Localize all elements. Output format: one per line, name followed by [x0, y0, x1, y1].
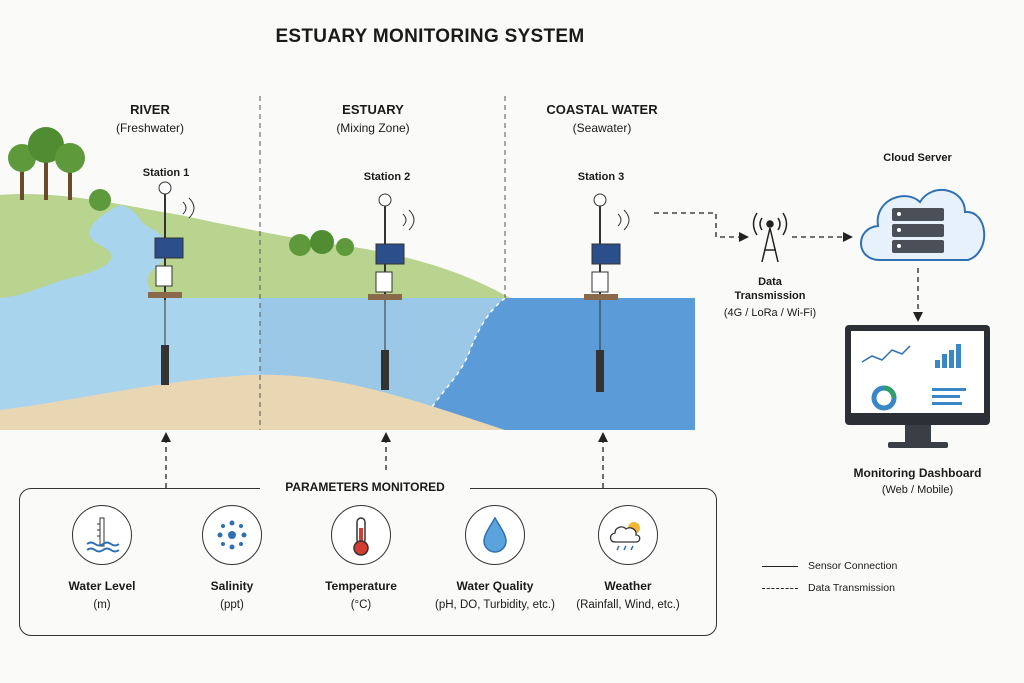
water-level-icon: [72, 505, 132, 565]
diagram-title: ESTUARY MONITORING SYSTEM: [275, 26, 585, 47]
param-water-level: Water Level (m): [32, 505, 172, 611]
zone-coastal-subtitle: (Seawater): [572, 121, 632, 135]
sea-water: [420, 298, 695, 430]
station-3-label: Station 3: [577, 171, 625, 183]
water-drop-icon: [465, 505, 525, 565]
sand-bottom: [0, 374, 505, 430]
zone-river-title: RIVER: [130, 102, 170, 117]
river-channel: [0, 205, 168, 300]
station-2-label: Station 2: [363, 171, 411, 183]
station-1-label: Station 1: [142, 167, 190, 179]
cell-tower-icon: [752, 212, 788, 263]
station-1-graphic: [148, 181, 195, 385]
weather-icon: [598, 505, 658, 565]
parameters-title: PARAMETERS MONITORED: [260, 480, 470, 494]
legend-sensor-connection: Sensor Connection: [762, 560, 897, 572]
station-2-graphic: [368, 193, 415, 390]
trees: [8, 127, 354, 256]
cloud-server-icon: [860, 189, 986, 261]
cloud-server-label: Cloud Server: [883, 152, 952, 164]
dashboard-label: Monitoring Dashboard (Web / Mobile): [853, 466, 982, 496]
data-transmission-label: Data Transmission (4G / LoRa / Wi-Fi): [723, 276, 817, 319]
thermometer-icon: [331, 505, 391, 565]
zone-river-subtitle: (Freshwater): [115, 121, 184, 135]
legend-data-transmission: Data Transmission: [762, 582, 895, 594]
param-water-quality: Water Quality (pH, DO, Turbidity, etc.): [425, 505, 565, 611]
param-temperature: Temperature (°C): [291, 505, 431, 611]
dashboard-monitor-icon: [845, 325, 990, 448]
param-weather: Weather (Rainfall, Wind, etc.): [558, 505, 698, 611]
param-salinity: Salinity (ppt): [162, 505, 302, 611]
zone-estuary-subtitle: (Mixing Zone): [336, 121, 410, 135]
salinity-icon: [202, 505, 262, 565]
station-3-graphic: [584, 193, 630, 392]
zone-coastal-title: COASTAL WATER: [546, 102, 658, 117]
zone-estuary-title: ESTUARY: [342, 102, 404, 117]
